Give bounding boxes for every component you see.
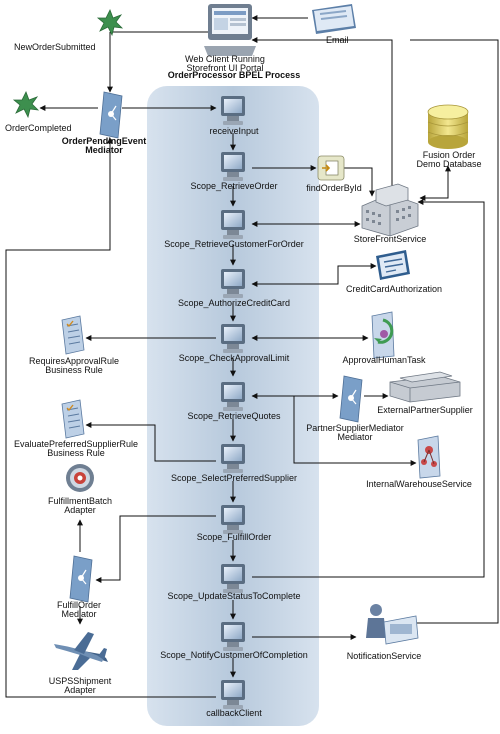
find-order-label: findOrderById — [306, 183, 362, 193]
step-label-update-status: Scope_UpdateStatusToComplete — [167, 591, 301, 601]
preferred-supplier-rule-label-line1: EvaluatePreferredSupplierRule — [13, 439, 139, 449]
order-pending-mediator-label-line1: OrderPendingEvent — [61, 136, 147, 146]
step-icon-retrieve-order — [221, 152, 245, 181]
step-label-fulfill-order: Scope_FulfillOrder — [196, 532, 272, 542]
step-label-retrieve-order: Scope_RetrieveOrder — [190, 181, 278, 191]
web-client-label-line2: Storefront UI Portal — [186, 63, 264, 73]
step-icon-select-preferred-supplier — [221, 444, 245, 473]
notification-service-icon — [366, 604, 419, 645]
step-label-authorize-credit-card: Scope_AuthorizeCreditCard — [177, 298, 291, 308]
fulfill-mediator-label-line1: FulfillOrder — [56, 600, 102, 610]
approval-rule-label-line1: RequiresApprovalRule — [28, 356, 120, 366]
step-label-select-preferred-supplier: Scope_SelectPreferredSupplier — [170, 473, 298, 483]
partner-mediator-icon — [339, 375, 363, 423]
step-icon-check-approval-limit — [221, 324, 245, 353]
step-icon-notify-customer — [221, 622, 245, 651]
external-supplier-icon — [389, 371, 461, 403]
order-completed-label: OrderCompleted — [5, 123, 72, 133]
database-icon — [427, 104, 469, 149]
warehouse-service-icon — [417, 435, 441, 479]
step-icon-receive-input — [221, 96, 245, 125]
order-pending-mediator-label-line2: Mediator — [85, 145, 123, 155]
order-pending-mediator-icon — [99, 91, 123, 139]
human-task-icon — [371, 311, 395, 359]
partner-mediator-label-line1: PartnerSupplierMediator — [306, 423, 404, 433]
preferred-supplier-rule-icon — [61, 399, 85, 439]
credit-card-icon — [376, 250, 410, 280]
approval-rule-label-line2: Business Rule — [45, 365, 103, 375]
preferred-supplier-rule-label-line2: Business Rule — [47, 448, 105, 458]
usps-adapter-label-line2: Adapter — [64, 685, 96, 695]
find-order-icon — [317, 155, 345, 181]
email-icon — [312, 4, 356, 34]
step-label-retrieve-quotes: Scope_RetrieveQuotes — [187, 411, 281, 421]
notification-service-label: NotificationService — [346, 651, 422, 661]
step-icon-callback-client — [221, 680, 245, 709]
step-icon-fulfill-order — [221, 505, 245, 534]
new-order-event-icon — [96, 9, 124, 37]
step-label-check-approval-limit: Scope_CheckApprovalLimit — [178, 353, 290, 363]
web-client-label-line1: Web Client Running — [185, 54, 265, 64]
process-title: OrderProcessor BPEL Process — [167, 70, 301, 80]
step-label-retrieve-customer: Scope_RetrieveCustomerForOrder — [164, 239, 304, 249]
step-icons — [221, 96, 245, 709]
external-supplier-label: ExternalPartnerSupplier — [377, 405, 473, 415]
batch-adapter-label-line1: FulfillmentBatch — [47, 496, 113, 506]
storefront-building-icon — [361, 183, 419, 237]
web-client-icon — [204, 4, 256, 56]
database-label-line1: Fusion Order — [422, 150, 476, 160]
fulfill-order-mediator-icon — [69, 555, 93, 603]
partner-mediator-label-line2: Mediator — [337, 432, 373, 442]
batch-adapter-icon — [66, 464, 94, 492]
warehouse-service-label: InternalWarehouseService — [366, 479, 472, 489]
email-label: Email — [326, 35, 349, 45]
step-icon-update-status — [221, 564, 245, 593]
database-label-line2: Demo Database — [416, 159, 482, 169]
new-order-submitted-label: NewOrderSubmitted — [14, 42, 96, 52]
fulfill-mediator-label-line2: Mediator — [61, 609, 97, 619]
approval-rule-icon — [61, 315, 85, 355]
step-icon-retrieve-quotes — [221, 382, 245, 411]
usps-adapter-label-line1: USPSShipment — [48, 676, 112, 686]
storefront-service-label: StoreFrontService — [353, 234, 427, 244]
airplane-icon — [54, 632, 108, 670]
step-icon-authorize-credit-card — [221, 269, 245, 298]
step-icon-retrieve-customer — [221, 210, 245, 239]
order-completed-event-icon — [12, 91, 40, 119]
human-task-label: ApprovalHumanTask — [342, 355, 426, 365]
connectors — [5, 15, 499, 698]
batch-adapter-label-line2: Adapter — [64, 505, 96, 515]
credit-card-label: CreditCardAuthorization — [345, 284, 443, 294]
step-label-notify-customer: Scope_NotifyCustomerOfCompletion — [160, 650, 308, 660]
step-label-callback-client: callbackClient — [206, 708, 262, 718]
step-label-receive-input: receiveInput — [209, 126, 259, 136]
